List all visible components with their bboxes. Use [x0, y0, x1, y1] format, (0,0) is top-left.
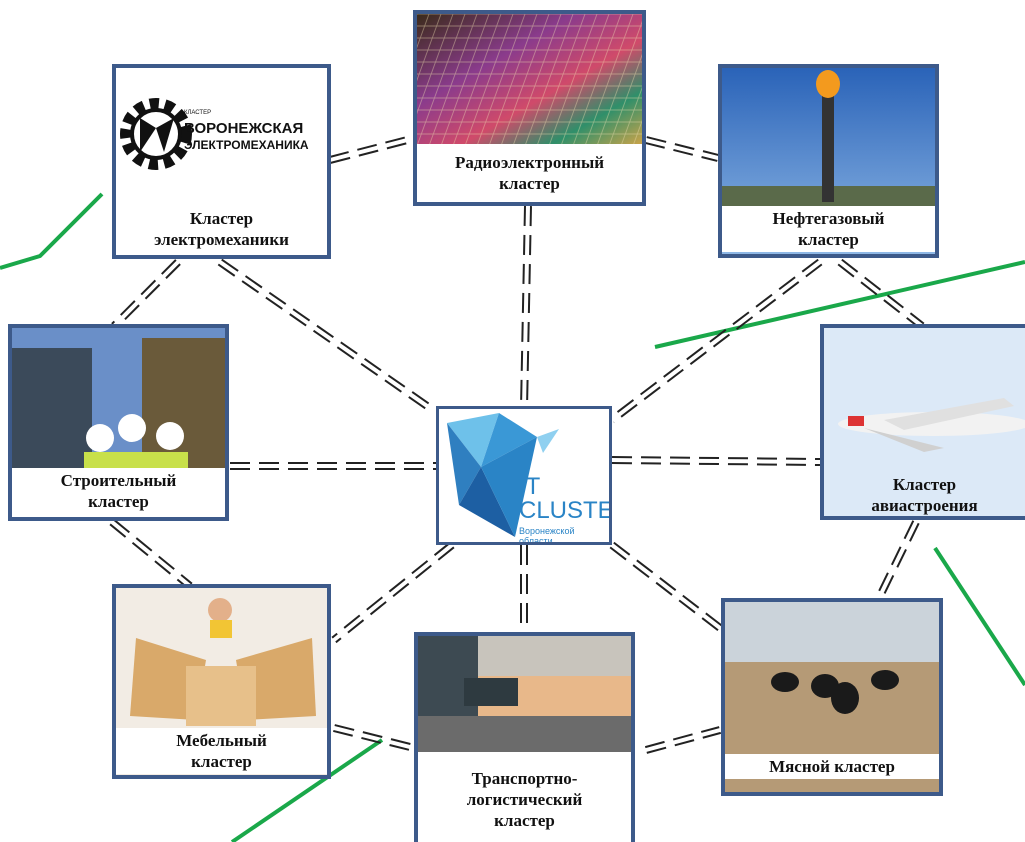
it-logo-line1: IT [519, 473, 541, 500]
gear-logo-icon [120, 98, 192, 170]
electromech-logo-line1: ВОРОНЕЖСКАЯ [184, 120, 304, 137]
furniture-cluster-node[interactable]: Мебельный кластер [112, 584, 331, 779]
connector-line [333, 729, 414, 752]
construction-site-image [12, 328, 225, 482]
it-logo-line3: Воронежской области [519, 526, 575, 545]
connector-line [217, 263, 429, 412]
electromechanics-cluster-node[interactable]: КЛАСТЕР ВОРОНЕЖСКАЯ ЭЛЕКТРОМЕХАНИКА Клас… [112, 64, 331, 259]
connector-line [113, 518, 193, 585]
green-accent-lines [0, 192, 1025, 842]
radioelectronic-cluster-label: Радиоэлектронный кластер [417, 150, 642, 196]
radioelectronic-cluster-node[interactable]: Радиоэлектронный кластер [413, 10, 646, 206]
circuit-board-image [417, 14, 642, 144]
green-line-right [654, 260, 1025, 349]
aviation-cluster-label: Кластер авиастроения [824, 474, 1025, 516]
connector-line [609, 258, 819, 419]
connector-line [111, 259, 177, 325]
furniture-cluster-label: Мебельный кластер [116, 728, 327, 774]
construction-cluster-node[interactable]: Строительный кластер [8, 324, 229, 521]
connector-line [646, 731, 722, 754]
it-cluster-logo-icon [447, 413, 559, 537]
connector-line [645, 141, 718, 162]
it-cluster-node[interactable]: IT CLUSTER Воронежской области [436, 406, 612, 545]
transport-cluster-node[interactable]: Транспортно- логистический кластер [414, 632, 635, 842]
electromech-logo-line2: ЭЛЕКТРОМЕХАНИКА [184, 138, 309, 152]
green-line-bottom [230, 738, 384, 842]
connector-line [609, 546, 719, 632]
green-line-bottom-right [933, 546, 1025, 687]
connector-line [881, 522, 920, 598]
meat-cluster-node[interactable]: Мясной кластер [721, 598, 943, 796]
connector-line [837, 263, 921, 330]
aviation-cluster-node[interactable]: Кластер авиастроения [820, 324, 1025, 520]
connector-line [644, 726, 720, 749]
connector-line [115, 263, 181, 329]
electromechanics-cluster-label: Кластер электромеханики [154, 209, 289, 249]
connector-line [613, 541, 723, 627]
meat-cluster-label: Мясной кластер [725, 754, 939, 779]
connector-line [646, 136, 719, 157]
connector-line [612, 456, 821, 461]
connector-line [335, 546, 455, 644]
green-line-left [0, 192, 104, 270]
connector-line [221, 258, 433, 407]
connector-line [334, 724, 415, 747]
connector-line [331, 541, 451, 639]
oil-gas-cluster-label: Нефтегазовый кластер [722, 206, 935, 252]
transport-cluster-label: Транспортно- логистический кластер [466, 769, 583, 830]
connector-line [328, 134, 415, 159]
truck-depot-image [418, 636, 631, 752]
it-logo-line2: CLUSTER [519, 497, 609, 524]
connector-line [520, 205, 527, 408]
connector-line [876, 520, 915, 596]
electromech-logo-small: КЛАСТЕР [184, 110, 212, 116]
connector-line [613, 263, 823, 424]
connector-line [525, 206, 532, 409]
connector-line [330, 139, 417, 164]
construction-cluster-label: Строительный кластер [12, 468, 225, 514]
connector-line [109, 523, 189, 590]
connector-line [841, 258, 925, 325]
connector-line [611, 461, 820, 466]
oil-gas-cluster-node[interactable]: Нефтегазовый кластер [718, 64, 939, 258]
